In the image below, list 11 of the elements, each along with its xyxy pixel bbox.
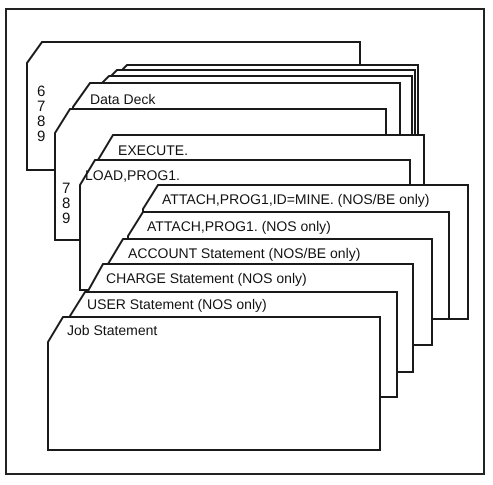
- card-label: CHARGE Statement (NOS only): [106, 270, 307, 286]
- card-label: ATTACH,PROG1,ID=MINE. (NOS/BE only): [162, 191, 430, 207]
- card-label: ATTACH,PROG1. (NOS only): [147, 218, 331, 234]
- card-label: LOAD,PROG1.: [85, 167, 180, 183]
- card-label: EXECUTE.: [118, 142, 188, 158]
- card-label: ACCOUNT Statement (NOS/BE only): [128, 245, 360, 261]
- card-label: Data Deck: [90, 91, 156, 107]
- punch-row-numbers: 6 7 8 9: [37, 84, 46, 144]
- card-label: Job Statement: [67, 322, 158, 338]
- punch-row-numbers: 7 8 9: [62, 181, 72, 226]
- card-label: USER Statement (NOS only): [87, 296, 267, 312]
